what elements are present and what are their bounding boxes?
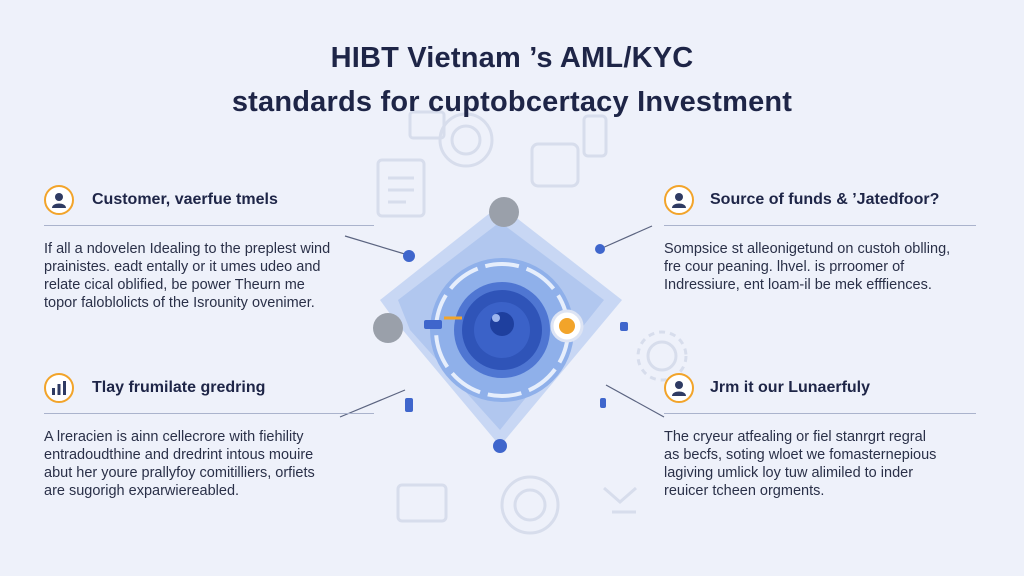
panel-heading: Tlay frumilate gredring [92, 379, 266, 396]
text-line: A lreracien is ainn cellecrore with fieh… [44, 429, 304, 445]
text-line: fre cour peaning. lhvel. is prroomer of [664, 259, 905, 275]
panel-text: Sompsice st alleonigetund on custoh obll… [664, 240, 976, 294]
text-line: topor faloblolicts of the Isrounity oven… [44, 295, 315, 311]
coin-icon [438, 112, 494, 168]
panel-heading: Customer, vaerfue tmels [92, 191, 278, 208]
gear-icon [646, 340, 678, 372]
node-left [373, 313, 403, 343]
title-line-1: HIBT Vietnam ’s AML/KYC [330, 42, 694, 74]
text-line: lagiving umlick loy tuw alimiled to inde… [664, 465, 914, 481]
tab-bottom-right [600, 398, 606, 408]
divider [44, 413, 374, 414]
node-bottom [493, 439, 507, 453]
connector-bottom-left [339, 389, 406, 418]
handshake-icon [603, 486, 637, 514]
document-icon [376, 158, 426, 218]
text-line: as becfs, soting wloet we fomasternepiou… [664, 447, 937, 463]
user-avatar-icon [664, 373, 694, 403]
panel-header: Jrm it our Lunaerfuly [664, 371, 976, 405]
divider [44, 225, 374, 226]
panel-heading: Source of funds & ’Jatedfoor? [710, 191, 940, 208]
text-line: entradoudthine and dredrint intous mouir… [44, 447, 314, 463]
user-avatar-icon [664, 185, 694, 215]
connector-top-left [344, 235, 409, 256]
panel-header: Customer, vaerfue tmels [44, 183, 374, 217]
divider [664, 225, 976, 226]
panel-heading: Jrm it our Lunaerfuly [710, 379, 871, 396]
computer-icon [396, 483, 448, 523]
connector-top-right [599, 225, 653, 250]
wallet-icon [530, 142, 580, 188]
panel-header: Tlay frumilate gredring [44, 371, 374, 405]
tab-bottom-left [405, 398, 413, 412]
text-line: abut her youre prallyfoy comitilliers, o… [44, 465, 315, 481]
coin-icon-bottom [500, 475, 560, 535]
panel-monitoring: Jrm it our Lunaerfuly The cryeur atfeali… [664, 371, 976, 500]
panel-risk: Tlay frumilate gredring A lreracien is a… [44, 371, 374, 500]
user-avatar-icon [44, 185, 74, 215]
title-line-2: standards for cuptobcertacy Investment [231, 86, 793, 118]
phone-icon [582, 114, 608, 158]
text-line: Indressiure, ent loam-il be mek efffienc… [664, 277, 932, 293]
text-line: prainistes. eadt entally or it umes udeo… [44, 259, 321, 275]
node-left-dot [403, 250, 415, 262]
page-title: HIBT Vietnam ’s AML/KYC standards for cu… [0, 36, 1024, 124]
node-right-dot [595, 244, 605, 254]
panel-source-of-funds: Source of funds & ’Jatedfoor? Sompsice s… [664, 183, 976, 294]
node-top [489, 197, 519, 227]
text-line: Sompsice st alleonigetund on custoh obll… [664, 241, 951, 257]
text-line: are sugorigh exparwiereabled. [44, 483, 240, 499]
connector-bottom-right [605, 384, 665, 418]
panel-text: The cryeur atfealing or fiel stanrgrt re… [664, 428, 976, 500]
panel-text: A lreracien is ainn cellecrore with fieh… [44, 428, 374, 500]
text-line: The cryeur atfealing or fiel stanrgrt re… [664, 429, 926, 445]
chart-icon [44, 373, 74, 403]
text-line: reuicer tcheen orgments. [664, 483, 825, 499]
panel-header: Source of funds & ’Jatedfoor? [664, 183, 976, 217]
divider [664, 413, 976, 414]
tab-right [620, 322, 628, 331]
panel-customer: Customer, vaerfue tmels If all a ndovele… [44, 183, 374, 312]
text-line: relate cical oblified, be power Theurn m… [44, 277, 305, 293]
text-line: If all a ndovelen Idealing to the preple… [44, 241, 331, 257]
tab-left [424, 320, 442, 329]
card-icon [408, 110, 446, 140]
panel-text: If all a ndovelen Idealing to the preple… [44, 240, 374, 312]
central-diagram [339, 197, 665, 453]
